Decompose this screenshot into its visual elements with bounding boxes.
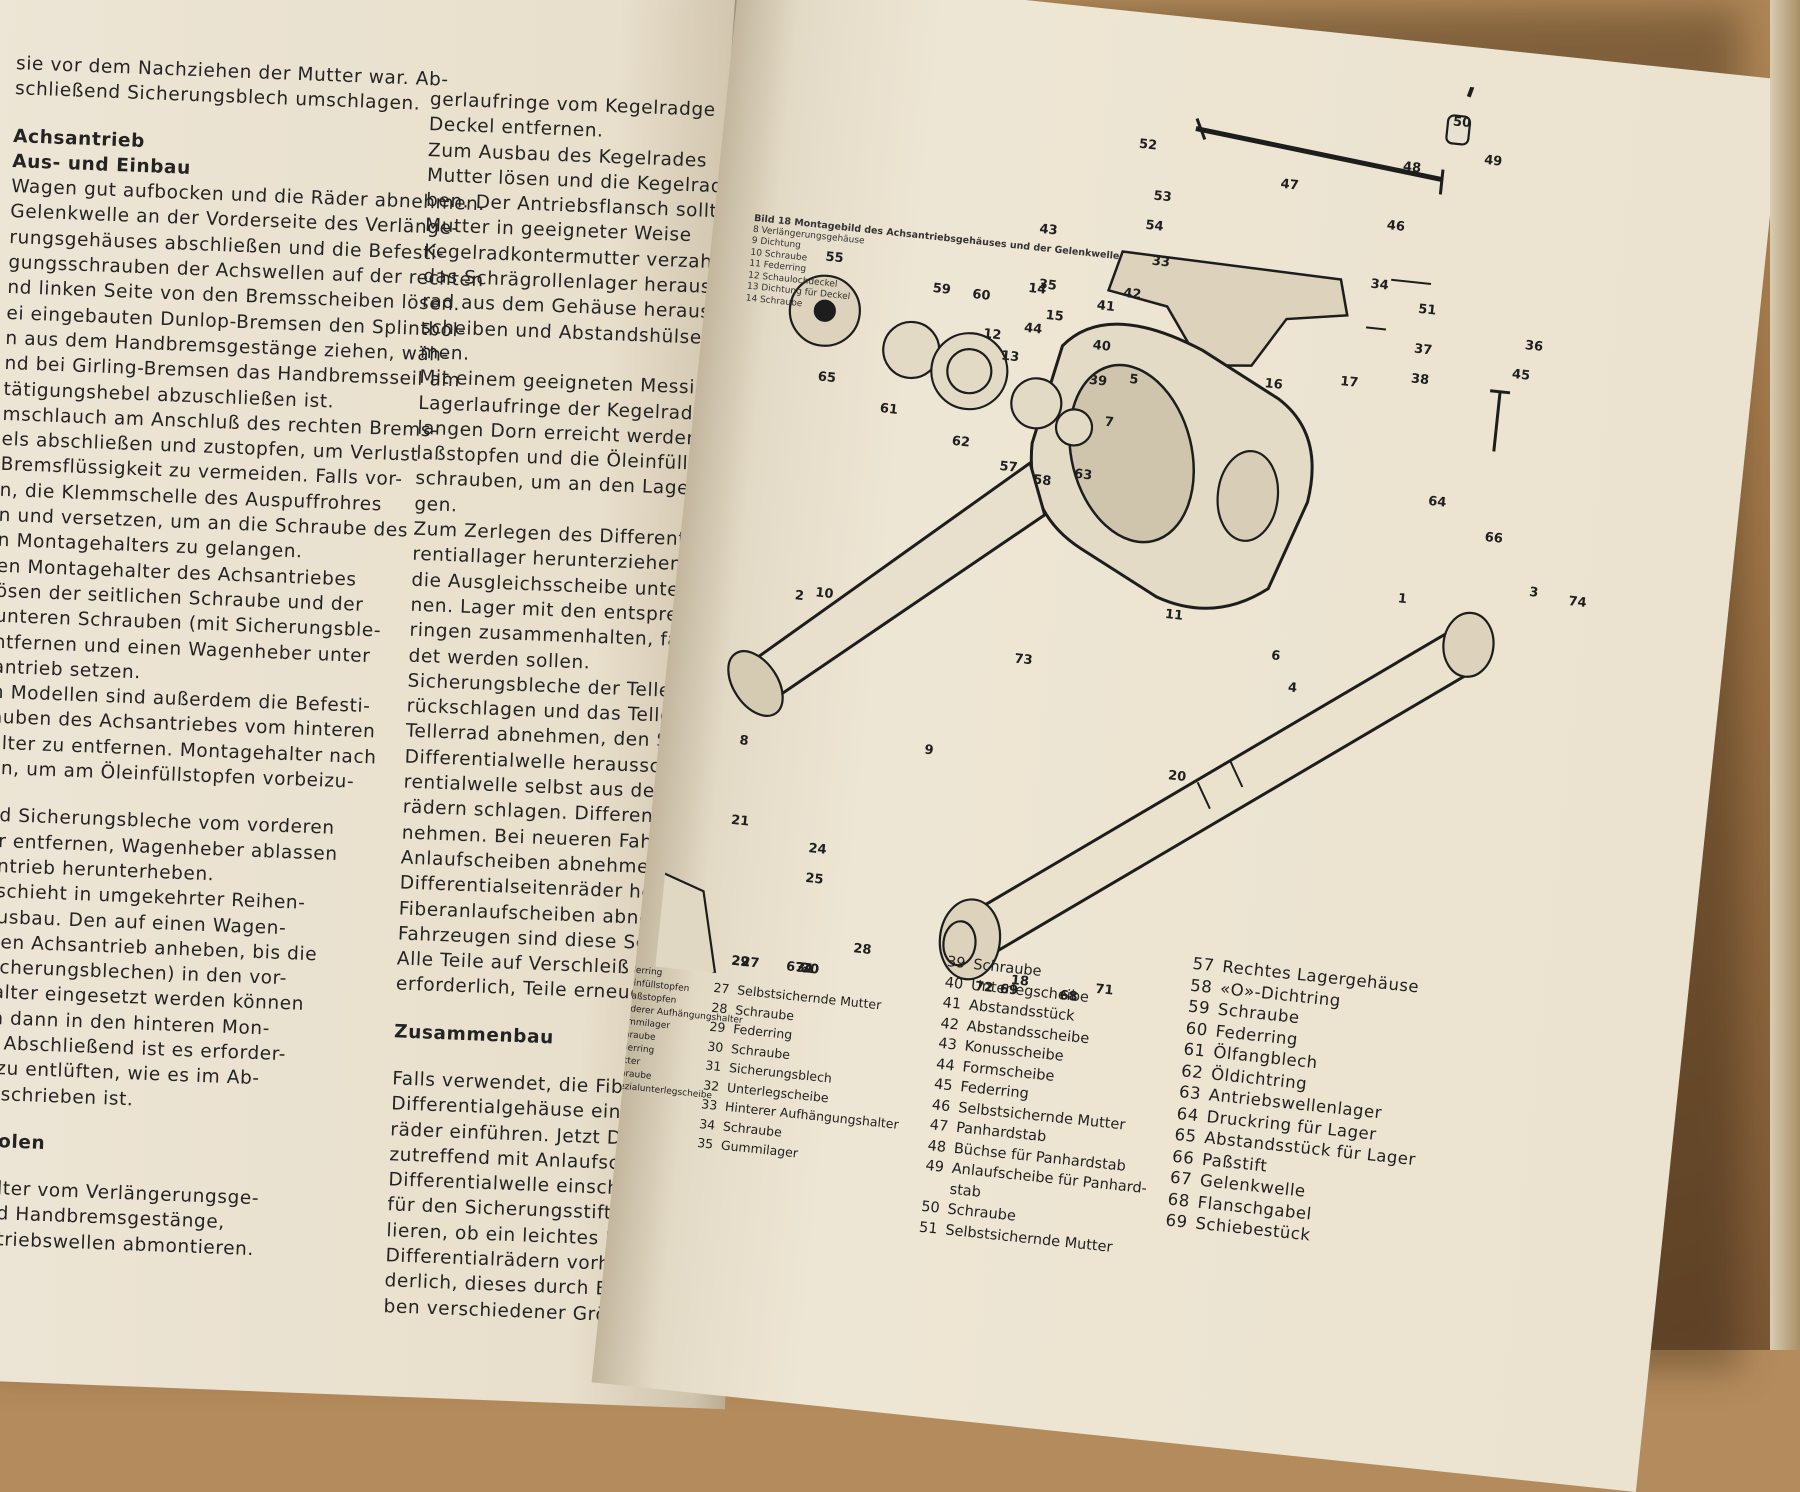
callout-number: 37 [1413, 342, 1433, 359]
callout-number: 40 [1092, 338, 1112, 355]
callout-number: 11 [1164, 607, 1184, 624]
callout-number: 73 [1014, 652, 1034, 669]
callout-number: 66 [1484, 530, 1504, 547]
callout-number: 72 [974, 979, 994, 996]
callout-number: 49 [1483, 153, 1503, 170]
callout-number: 15 [1045, 308, 1065, 325]
callout-number: 70 [800, 961, 820, 978]
callout-numbers: 5049524847465354433542443341403934513738… [730, 114, 1588, 1005]
callout-number: 5 [1129, 372, 1140, 388]
callout-number: 71 [1095, 982, 1115, 999]
callout-number: 43 [1039, 222, 1059, 239]
callout-number: 34 [1370, 277, 1390, 294]
callout-number: 42 [1123, 286, 1143, 303]
legend-number: 69 [1164, 1210, 1189, 1232]
callout-number: 10 [815, 585, 835, 602]
callout-number: 57 [999, 459, 1019, 476]
callout-number: 13 [1000, 348, 1020, 365]
callout-number: 60 [972, 287, 992, 304]
legend-number: 35 [696, 1135, 714, 1152]
callout-number: 16 [1264, 376, 1284, 393]
callout-number: 29 [731, 954, 751, 971]
universal-joint-rear [1442, 611, 1495, 678]
callout-number: 7 [1104, 415, 1115, 431]
callout-number: 53 [1153, 189, 1173, 206]
callout-number: 4 [1287, 680, 1298, 696]
callout-number: 25 [805, 871, 825, 888]
callout-number: 6 [1270, 648, 1281, 664]
callout-number: 17 [1339, 374, 1359, 391]
exploded-axle-diagram: 5049524847465354433542443341403934513738… [655, 57, 1588, 1005]
callout-number: 69 [999, 982, 1019, 999]
callout-number: 30 [800, 961, 820, 978]
extension-tube [745, 460, 1047, 709]
callout-number: 59 [932, 281, 952, 298]
callout-number: 67 [785, 959, 805, 976]
callout-number: 62 [951, 434, 971, 451]
callout-number: 54 [1145, 218, 1165, 235]
callout-number: 55 [825, 250, 845, 267]
callout-number: 51 [1417, 302, 1437, 319]
callout-number: 36 [1524, 338, 1544, 355]
callout-number: 64 [1427, 494, 1447, 511]
universal-joint-front [938, 898, 1002, 981]
callout-number: 31 [795, 960, 815, 977]
callout-number: 58 [1033, 472, 1053, 489]
legend-number: 51 [918, 1219, 939, 1237]
callout-number: 22 [731, 954, 751, 971]
callout-number: 65 [817, 369, 837, 386]
callout-number: 18 [1010, 973, 1030, 990]
callout-number: 12 [983, 326, 1003, 343]
callout-number: 14 [1028, 281, 1048, 298]
callout-number: 68 [1059, 988, 1079, 1005]
callout-number: 33 [1151, 254, 1171, 271]
callout-number: 47 [1280, 177, 1300, 194]
propeller-shaft [959, 626, 1484, 959]
callout-number: 61 [879, 401, 899, 418]
callout-number: 8 [739, 733, 750, 749]
callout-number: 21 [730, 813, 750, 830]
rear-mounting-bracket [1106, 250, 1349, 367]
callout-number: 28 [853, 941, 873, 958]
callout-number: 20 [1167, 768, 1187, 785]
callout-number: 9 [924, 743, 935, 759]
callout-number: 38 [1410, 371, 1430, 388]
callout-number: 39 [1088, 373, 1108, 390]
callout-number: 2 [794, 588, 805, 604]
panhard-rod [1195, 126, 1443, 182]
callout-number: 48 [1402, 159, 1422, 176]
callout-number: 3 [1528, 585, 1539, 601]
callout-number: 27 [741, 955, 761, 972]
callout-number: 41 [1096, 298, 1116, 315]
callout-number: 52 [1138, 137, 1158, 154]
left-column-a: sie vor dem Nachziehen der Mutter war. A… [0, 51, 485, 1268]
callout-number: 46 [1386, 218, 1406, 235]
callout-number: 35 [1038, 277, 1058, 294]
callout-number: 1 [1397, 591, 1408, 607]
callout-number: 44 [1023, 321, 1043, 338]
page-edge [1770, 0, 1800, 1350]
callout-number: 63 [1073, 467, 1093, 484]
callout-number: 50 [1452, 114, 1472, 131]
callout-number: 45 [1511, 367, 1531, 384]
callout-number: 74 [1568, 594, 1588, 611]
callout-number: 24 [808, 841, 828, 858]
bushing-top [1445, 114, 1472, 146]
